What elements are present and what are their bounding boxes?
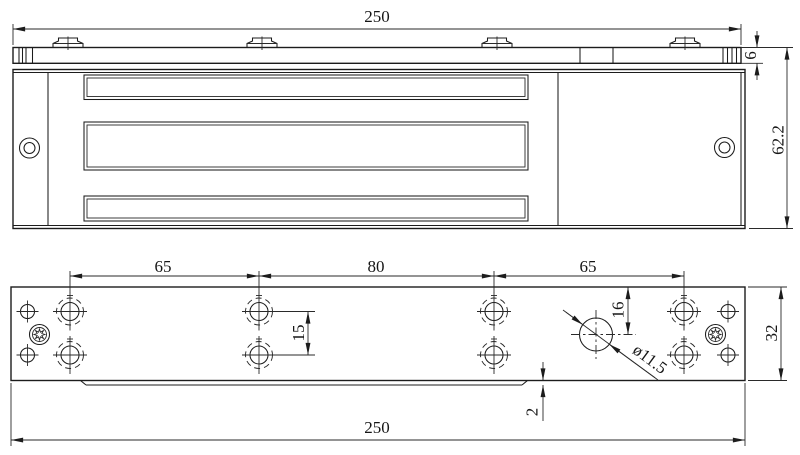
security-screw <box>704 323 727 346</box>
dim-label-plate-width: 32 <box>762 325 781 342</box>
plate-outline <box>10 286 746 382</box>
armature-plate-plan-view <box>10 286 746 386</box>
security-screw <box>28 323 51 346</box>
threaded-hole <box>52 291 88 332</box>
dim-row-spacing: 15 <box>267 311 315 356</box>
dim-center-hole-diameter: ø11.5 <box>562 309 671 381</box>
threaded-hole <box>476 335 512 375</box>
side-view: 250 <box>12 7 793 230</box>
dim-plate-width: 32 <box>748 286 787 381</box>
dim-overall-length-bottom: 250 <box>10 383 746 446</box>
mounting-screw-head <box>246 35 278 51</box>
corner-hole <box>716 299 740 324</box>
dim-label-center-hole-offset: 16 <box>609 302 628 319</box>
countersunk-screw-hole <box>713 136 736 159</box>
dim-label-overall-length-top: 250 <box>364 7 390 26</box>
dim-label-spacing-right: 65 <box>580 257 597 276</box>
threaded-hole <box>666 335 702 375</box>
leader-arrow <box>608 343 656 379</box>
magnet-pole-slot <box>83 121 529 171</box>
dim-overall-height: 62.2 <box>744 47 793 229</box>
step-chamfer <box>521 380 528 386</box>
mounting-holes <box>52 291 702 375</box>
dim-label-plate-thickness: 6 <box>741 51 760 60</box>
corner-hole <box>15 343 40 367</box>
threaded-hole <box>476 291 512 332</box>
plan-view: 65 80 65 15 16 ø11.5 2 <box>10 257 787 446</box>
dim-label-overall-height: 62.2 <box>769 125 788 155</box>
dim-overall-length-top: 250 <box>12 7 742 45</box>
threaded-hole <box>666 291 702 332</box>
magnet-pole-slot <box>83 195 529 222</box>
threaded-hole <box>52 335 88 375</box>
mounting-screw-head <box>481 35 513 51</box>
armature-plate-side-view <box>12 35 742 65</box>
dim-label-spacing-center: 80 <box>368 257 385 276</box>
corner-hole <box>716 343 740 367</box>
mounting-screw-head <box>52 35 84 51</box>
lock-body-side-view <box>12 68 746 230</box>
dim-label-spacing-left: 65 <box>155 257 172 276</box>
mounting-screw-head <box>669 35 701 51</box>
magnet-pole-slot <box>83 74 529 101</box>
countersunk-screw-hole <box>18 137 41 159</box>
step-chamfer <box>80 380 87 386</box>
dim-step-depth: 2 <box>523 362 546 421</box>
plate-right-end-cap <box>722 47 738 64</box>
dim-label-row-spacing: 15 <box>289 325 308 342</box>
dim-label-overall-length-bottom: 250 <box>364 418 390 437</box>
dim-label-center-hole-diameter: ø11.5 <box>629 340 671 378</box>
corner-hole <box>15 299 40 324</box>
dim-label-step-depth: 2 <box>523 408 542 417</box>
body-outline <box>12 68 746 230</box>
leader-arrow <box>565 311 584 326</box>
dim-hole-spacing: 65 80 65 <box>69 257 685 293</box>
plate-outline <box>12 46 742 65</box>
plate-left-end-cap <box>18 47 34 64</box>
dim-center-hole-offset: 16 <box>609 287 631 335</box>
